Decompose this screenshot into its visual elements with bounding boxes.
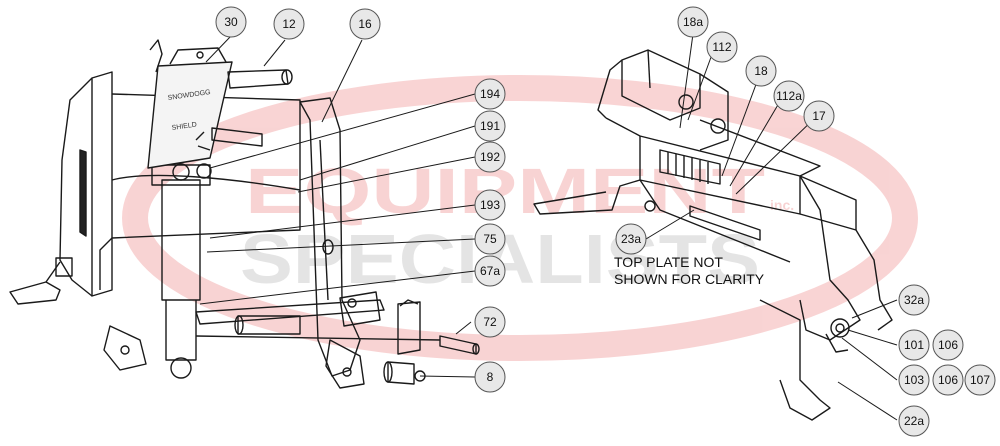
svg-text:103: 103 [904, 373, 924, 387]
callout-112: 112 [706, 31, 738, 63]
leader-lines [199, 33, 898, 421]
svg-text:72: 72 [483, 315, 497, 329]
svg-text:101: 101 [904, 338, 924, 352]
svg-text:107: 107 [970, 373, 990, 387]
callout-103: 103 [898, 364, 930, 396]
svg-text:193: 193 [480, 198, 500, 212]
callout-106-upper: 106 [932, 329, 964, 361]
callouts: 30 12 16 194 191 192 193 75 67a 72 8 18a… [215, 6, 996, 437]
callout-32a: 32a [898, 284, 930, 316]
callout-72: 72 [474, 306, 506, 338]
svg-text:194: 194 [480, 87, 500, 101]
svg-text:112: 112 [712, 40, 731, 54]
svg-text:191: 191 [480, 119, 500, 133]
svg-text:8: 8 [487, 370, 494, 384]
callout-8: 8 [474, 361, 506, 393]
svg-text:30: 30 [224, 15, 238, 29]
callout-75: 75 [474, 223, 506, 255]
watermark-line1: EQUIPMENT [245, 155, 765, 227]
callout-12: 12 [273, 8, 305, 40]
svg-text:75: 75 [483, 232, 497, 246]
callout-67a: 67a [474, 255, 506, 287]
callout-192: 192 [474, 141, 506, 173]
callout-194: 194 [474, 78, 506, 110]
callout-16: 16 [349, 8, 381, 40]
callout-18: 18 [745, 55, 777, 87]
svg-text:106: 106 [938, 338, 958, 352]
callout-22a: 22a [898, 405, 930, 437]
svg-text:12: 12 [282, 17, 296, 31]
clarity-note-line2: SHOWN FOR CLARITY [614, 271, 765, 287]
callout-101: 101 [898, 329, 930, 361]
callout-18a: 18a [677, 6, 709, 38]
clarity-note: TOP PLATE NOT SHOWN FOR CLARITY [614, 254, 794, 288]
callout-23a: 23a [615, 223, 647, 255]
svg-text:18a: 18a [683, 15, 703, 29]
watermark: EQUIPMENT inc. SPECIALISTS [122, 75, 918, 361]
callout-107: 107 [964, 364, 996, 396]
decal-line2: SHIELD [171, 122, 197, 132]
callout-17: 17 [803, 100, 835, 132]
clarity-note-line1: TOP PLATE NOT [614, 254, 723, 270]
svg-text:22a: 22a [904, 414, 924, 428]
svg-text:32a: 32a [904, 293, 924, 307]
svg-text:18: 18 [754, 64, 768, 78]
svg-text:16: 16 [358, 17, 372, 31]
left-mount-assembly [9, 39, 480, 389]
callout-191: 191 [474, 110, 506, 142]
svg-text:112a: 112a [776, 89, 802, 103]
svg-text:23a: 23a [621, 232, 641, 246]
callout-112a: 112a [773, 80, 805, 112]
watermark-swoosh [122, 75, 918, 361]
callout-30: 30 [215, 6, 247, 38]
callout-106-lower: 106 [932, 364, 964, 396]
svg-text:192: 192 [480, 150, 500, 164]
svg-text:106: 106 [938, 373, 958, 387]
callout-193: 193 [474, 189, 506, 221]
svg-text:67a: 67a [480, 264, 500, 278]
right-mount-assembly [533, 49, 893, 421]
svg-text:17: 17 [812, 109, 826, 123]
